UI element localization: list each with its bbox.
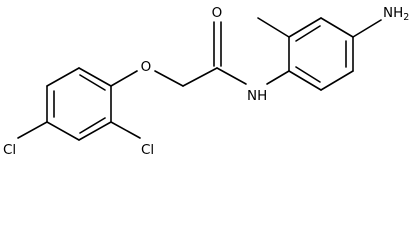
- double-bond: [295, 66, 321, 83]
- bond: [288, 17, 322, 38]
- bond: [78, 121, 112, 141]
- chlorine-ortho-label: Cl: [141, 142, 154, 158]
- bond: [46, 121, 80, 141]
- bond: [288, 70, 322, 91]
- amine-label: NH2: [383, 5, 409, 23]
- bond-c-o-ether: [110, 70, 138, 87]
- bond-c-nh2: [352, 19, 382, 38]
- dichlorophenyl-ring: [46, 67, 112, 141]
- oxygen-carbonyl-label: O: [212, 5, 223, 21]
- bond-n-aryl: [266, 70, 290, 85]
- bond-o-ch2: [154, 70, 184, 87]
- oxygen-ether-label: O: [141, 59, 152, 75]
- double-bond: [79, 117, 106, 134]
- amide-nh-label: NH: [247, 88, 267, 104]
- aminomethylphenyl-ring: [288, 17, 354, 91]
- bond: [78, 67, 112, 87]
- bond-ch2-carbonyl: [182, 67, 218, 87]
- bond: [320, 70, 354, 91]
- bond-methyl: [257, 17, 290, 38]
- amine-nh-text: NH: [383, 5, 403, 21]
- bond-c-cl-ortho: [110, 121, 141, 139]
- double-bond: [295, 25, 321, 42]
- bond: [46, 67, 80, 87]
- bond-carbonyl-n: [216, 67, 247, 85]
- bond-c-cl-para: [17, 121, 48, 139]
- chlorine-para-label: Cl: [3, 142, 16, 158]
- double-bond: [79, 74, 106, 91]
- chemical-structure-diagram: Cl Cl O O NH NH2: [3, 5, 409, 158]
- amine-subscript: 2: [403, 12, 409, 23]
- bond: [320, 17, 354, 38]
